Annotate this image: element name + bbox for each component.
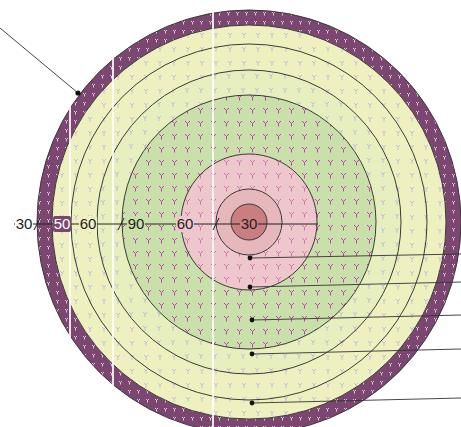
dimension-label: 60	[176, 216, 195, 232]
outer-ring	[52, 25, 446, 419]
leader-line	[0, 28, 461, 403]
dimension-label: 60	[79, 216, 98, 232]
bark-ring	[37, 10, 461, 427]
inner-ring	[216, 189, 282, 255]
green-ring	[122, 95, 376, 349]
ring	[71, 44, 427, 400]
dimension-label: 30	[240, 216, 259, 232]
pink-ring	[181, 154, 317, 290]
core	[231, 204, 267, 240]
leader-dot	[75, 90, 254, 405]
dimension-label: 30	[15, 216, 34, 232]
dimension-label: 50	[53, 216, 72, 232]
dimension-label: 90	[127, 216, 146, 232]
ring	[97, 70, 401, 374]
